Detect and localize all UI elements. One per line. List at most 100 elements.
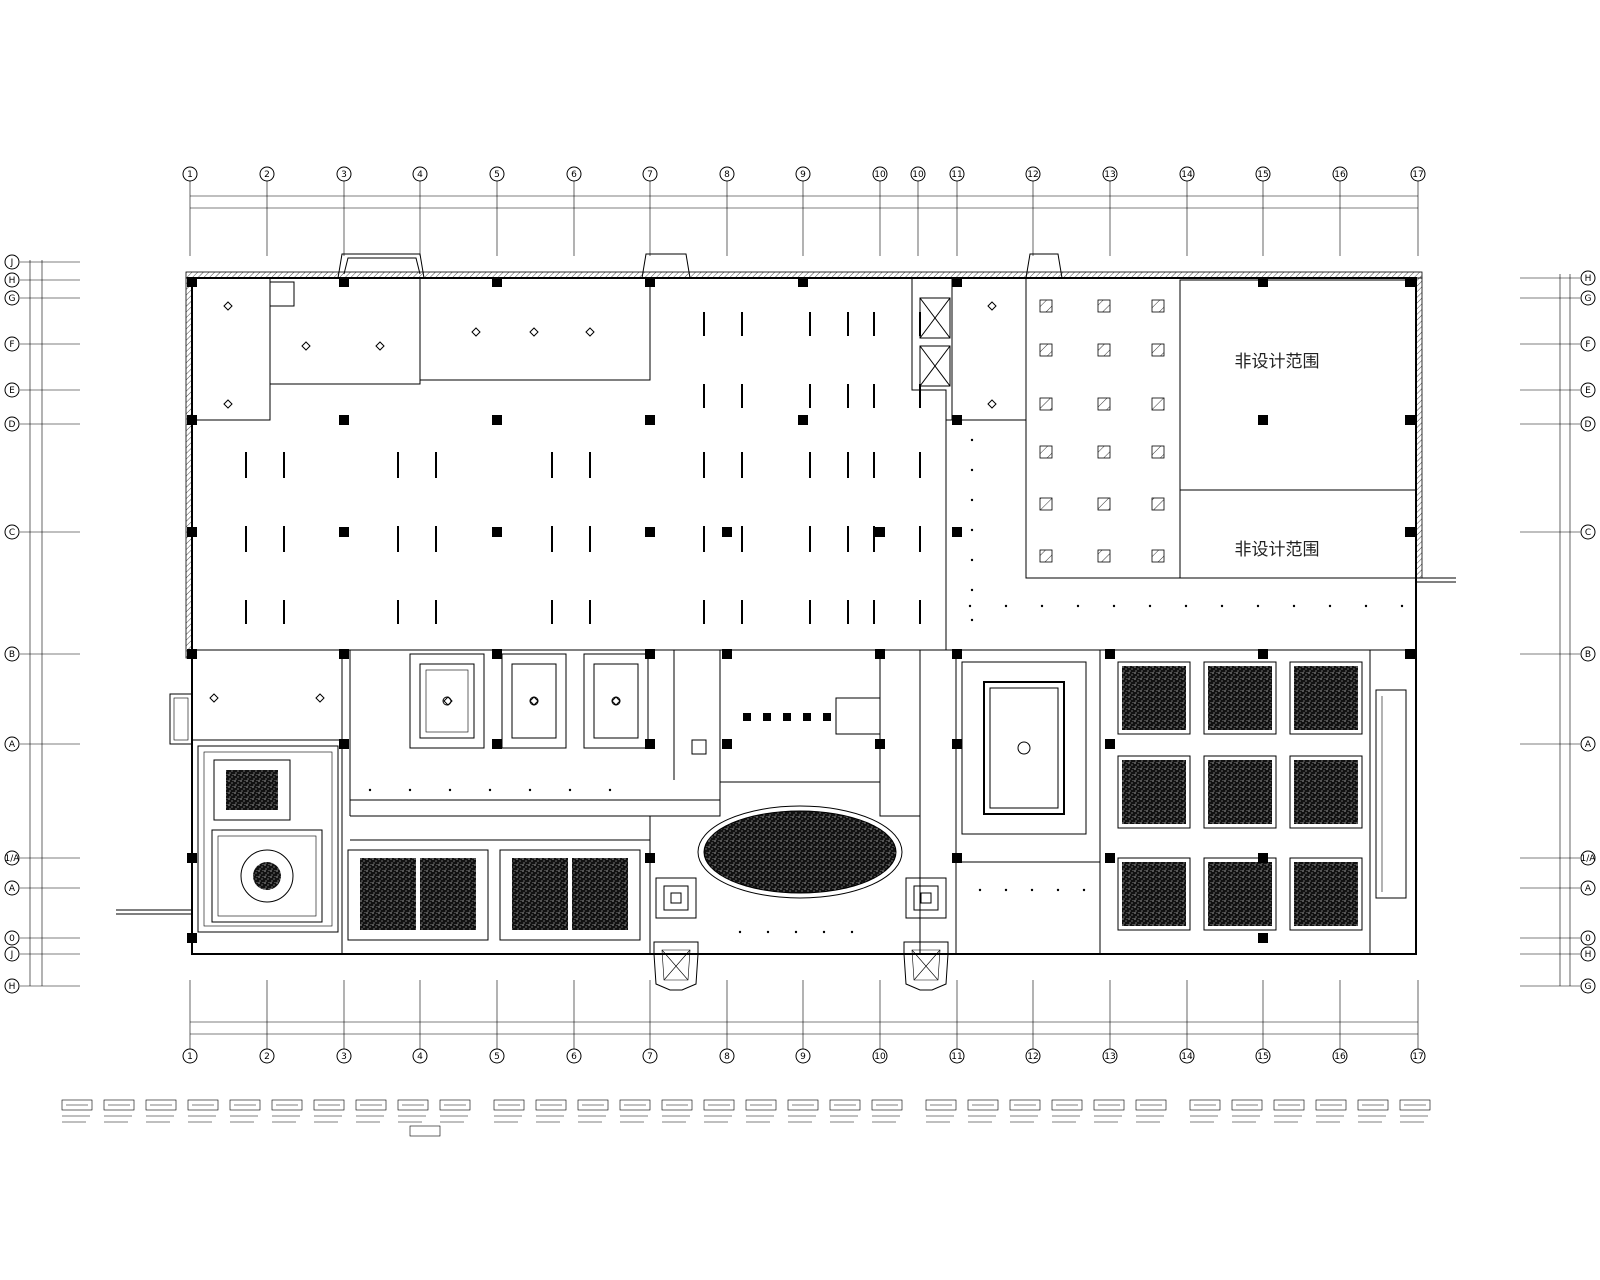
svg-text:E: E [9,386,15,396]
spot [968,604,972,608]
column [1105,649,1115,659]
tile-light [1151,343,1165,357]
svg-text:17: 17 [1412,170,1423,180]
svg-text:0: 0 [9,934,15,944]
spot [850,930,854,934]
downlight [375,341,385,351]
legend-item [397,1099,429,1123]
svg-text:5: 5 [494,170,500,180]
legend-item [829,1099,861,1123]
legend-item [619,1099,651,1123]
downlight [223,399,233,409]
grid-bubble-left: H [4,978,20,994]
column [763,713,771,721]
svg-text:G: G [9,294,16,304]
grid-bubble-right: C [1580,524,1596,540]
coffer-frame [1203,755,1277,829]
grid-bubble-right: A [1580,880,1596,896]
grid-bubble-right: D [1580,416,1596,432]
svg-text:15: 15 [1257,170,1268,180]
column [645,853,655,863]
column [952,853,962,863]
tile-light [1097,397,1111,411]
grid-bubble-top: 16 [1332,166,1348,182]
tile-light [1151,397,1165,411]
svg-text:A: A [9,884,16,894]
svg-text:B: B [1585,650,1591,660]
legend-item [271,1099,303,1123]
spot [1030,888,1034,892]
structural-columns [187,277,1415,943]
coffer-row [409,653,649,749]
column [339,277,349,287]
legend-item [787,1099,819,1123]
grid-bubble-right: H [1580,270,1596,286]
spot [766,930,770,934]
tile-light [1151,497,1165,511]
grid-bubble-bottom: 10 [872,1048,888,1064]
grid-bubble-left: H [4,272,20,288]
svg-text:5: 5 [494,1052,500,1062]
spot [1082,888,1086,892]
legend-item [1399,1099,1431,1123]
tile-light [1039,299,1053,313]
svg-text:J: J [10,950,14,960]
legend-item [61,1099,93,1123]
spot [368,788,372,792]
downlight [443,696,453,706]
grid-bubble-top: 8 [719,166,735,182]
legend-item [1189,1099,1221,1123]
grid-bubble-top: 14 [1179,166,1195,182]
grid-bubble-top: 12 [1025,166,1041,182]
column [645,739,655,749]
column [492,649,502,659]
svg-text:8: 8 [724,1052,730,1062]
svg-text:11: 11 [951,170,962,180]
svg-text:4: 4 [417,1052,423,1062]
grid-bubble-left: J [4,254,20,270]
grid-bubble-left: 0 [4,930,20,946]
grid-bubble-bottom: 6 [566,1048,582,1064]
spot [408,788,412,792]
legend-item [745,1099,777,1123]
column [339,415,349,425]
svg-text:1: 1 [187,170,193,180]
coffer-fill [1122,666,1186,730]
spot [970,498,974,502]
grid-bubble-top: 13 [1102,166,1118,182]
svg-text:10: 10 [874,1052,886,1062]
coffer-fill [1294,862,1358,926]
tile-light [1039,445,1053,459]
svg-text:1/A: 1/A [5,854,21,864]
legend-item [925,1099,957,1123]
entrance-vestibules [653,941,949,991]
coffer-frame [1117,661,1191,735]
spot [568,788,572,792]
svg-text:C: C [1585,528,1591,538]
column [952,739,962,749]
svg-text:H: H [1585,274,1592,284]
column [875,739,885,749]
grid-bubble-left: G [4,290,20,306]
oval-floor-medallion [697,805,903,899]
spot [1112,604,1116,608]
svg-text:8: 8 [724,170,730,180]
spot [1292,604,1296,608]
tile-light [1039,397,1053,411]
grid-bubble-bottom: 15 [1255,1048,1271,1064]
upper-partitions [192,278,1416,651]
grid-bubble-top: 4 [412,166,428,182]
tile-light [1151,549,1165,563]
textured-coffer-grid [1039,299,1363,931]
grid-bubble-right: H [1580,946,1596,962]
svg-text:9: 9 [800,170,806,180]
column [187,277,197,287]
column [1258,415,1268,425]
grid-bubble-top: 10 [910,166,926,182]
grid-bubble-top: 1 [182,166,198,182]
svg-text:F: F [1585,340,1590,350]
tile-light [1097,445,1111,459]
column [722,739,732,749]
